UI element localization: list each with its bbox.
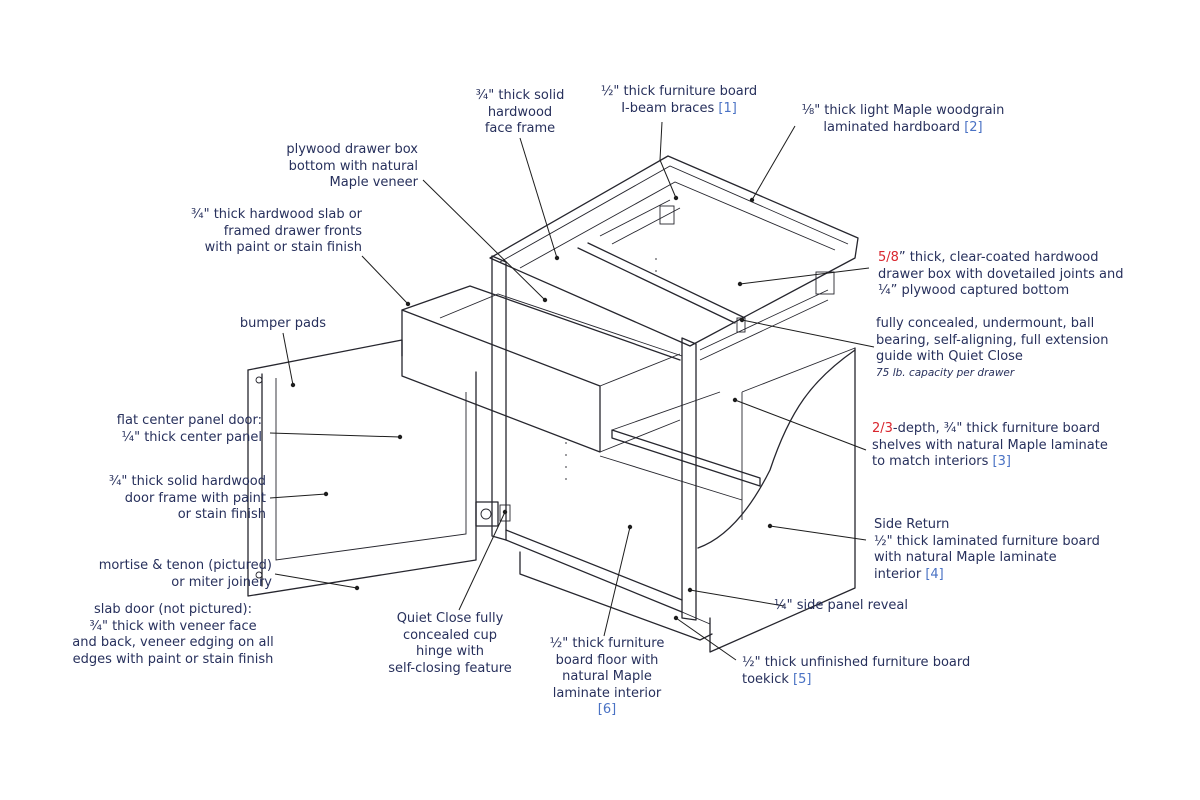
label-line: door frame with paint bbox=[124, 490, 266, 506]
label-line: with paint or stain finish bbox=[204, 240, 362, 255]
label-drawer-box: 5/8” thick, clear-coated hardwood drawer… bbox=[878, 250, 1123, 300]
label-line: ½" thick furniture bbox=[549, 636, 665, 651]
ref-6: [6] bbox=[597, 702, 617, 717]
label-line: ¼" side panel reveal bbox=[774, 598, 909, 613]
label-line: ½" thick laminated furniture board bbox=[874, 533, 1100, 549]
label-line: self-closing feature bbox=[388, 660, 512, 676]
label-line: hinge with bbox=[415, 644, 485, 659]
label-mortise: mortise & tenon (pictured) or miter join… bbox=[70, 558, 272, 591]
label-shelves: 2/3-depth, ¾" thick furniture board shel… bbox=[872, 421, 1108, 471]
cabinet-outline bbox=[247, 155, 859, 653]
label-line: ⅛" thick light Maple woodgrain bbox=[801, 103, 1005, 118]
label-line: ½" thick unfinished furniture board bbox=[742, 655, 971, 670]
label-line: slab door (not pictured): bbox=[94, 602, 252, 617]
label-line: drawer box with dovetailed joints and bbox=[878, 266, 1124, 282]
label-line: 5/8” thick, clear-coated hardwood bbox=[878, 250, 1123, 267]
ref-2: [2] bbox=[964, 119, 983, 135]
label-line: natural Maple bbox=[562, 669, 652, 684]
label-line: edges with paint or stain finish bbox=[72, 651, 274, 667]
label-floor: ½" thick furniture board floor with natu… bbox=[532, 636, 682, 719]
label-line: bottom with natural bbox=[288, 158, 418, 174]
label-line: ¾" thick with veneer face bbox=[89, 618, 257, 634]
label-line: guide with Quiet Close bbox=[876, 349, 1023, 364]
label-line: or stain finish bbox=[177, 507, 266, 522]
label-line: shelves with natural Maple laminate bbox=[872, 437, 1108, 453]
label-line: to match interiors [3] bbox=[872, 454, 1108, 471]
label-highlight: 5/8 bbox=[878, 250, 899, 265]
label-line: laminate interior bbox=[552, 685, 662, 701]
label-text: -depth, ¾" thick furniture board bbox=[892, 421, 1101, 436]
ref-4: [4] bbox=[925, 566, 944, 582]
label-side-return: Side Return ½" thick laminated furniture… bbox=[874, 517, 1100, 583]
label-ibeam-braces: ½" thick furniture board I-beam braces [… bbox=[590, 84, 768, 117]
label-line: interior [4] bbox=[874, 567, 1100, 584]
label-text: laminated hardboard bbox=[823, 119, 961, 135]
leader-lines bbox=[269, 121, 875, 661]
label-face-frame: ¾" thick solid hardwood face frame bbox=[460, 88, 580, 138]
label-reveal: ¼" side panel reveal bbox=[774, 598, 908, 615]
label-line: plywood drawer box bbox=[286, 142, 418, 157]
ref-3: [3] bbox=[992, 454, 1011, 469]
label-line: flat center panel door: bbox=[116, 413, 262, 428]
label-center-panel: flat center panel door: ¼" thick center … bbox=[100, 413, 262, 446]
label-slab-door: slab door (not pictured): ¾" thick with … bbox=[60, 602, 286, 668]
label-line: laminated hardboard [2] bbox=[792, 120, 1014, 137]
label-toekick: ½" thick unfinished furniture board toek… bbox=[742, 655, 970, 688]
label-line: ¾" thick solid hardwood bbox=[108, 474, 266, 489]
label-text: toekick bbox=[742, 671, 789, 687]
label-line: ¼” plywood captured bottom bbox=[878, 283, 1070, 298]
label-line: Maple veneer bbox=[329, 175, 418, 190]
label-highlight: 2/3 bbox=[872, 421, 893, 436]
label-line: ¾" thick hardwood slab or bbox=[191, 207, 362, 222]
label-line: mortise & tenon (pictured) bbox=[98, 558, 272, 573]
label-note: 75 lb. capacity per drawer bbox=[876, 366, 1015, 379]
ref-1: [1] bbox=[718, 100, 737, 116]
label-hinge: Quiet Close fully concealed cup hinge wi… bbox=[374, 611, 526, 677]
label-line: and back, veneer edging on all bbox=[72, 635, 274, 650]
label-hardboard: ⅛" thick light Maple woodgrain laminated… bbox=[792, 103, 1014, 136]
label-line: fully concealed, undermount, ball bbox=[876, 316, 1095, 331]
label-bumper-pads: bumper pads bbox=[206, 316, 326, 333]
label-line: toekick [5] bbox=[742, 672, 970, 689]
label-line: 2/3-depth, ¾" thick furniture board bbox=[872, 421, 1108, 438]
label-line: Quiet Close fully bbox=[396, 611, 504, 626]
label-line: I-beam braces [1] bbox=[590, 101, 768, 118]
label-drawer-bottom: plywood drawer box bottom with natural M… bbox=[262, 142, 418, 192]
label-line: Side Return bbox=[874, 517, 950, 532]
label-line: concealed cup bbox=[402, 627, 498, 643]
label-line: board floor with bbox=[555, 652, 659, 668]
label-line: face frame bbox=[484, 121, 556, 136]
label-line: bearing, self-aligning, full extension bbox=[876, 332, 1109, 348]
label-line: with natural Maple laminate bbox=[874, 550, 1057, 565]
label-text: to match interiors bbox=[872, 454, 989, 469]
label-text: ” thick, clear-coated hardwood bbox=[898, 250, 1099, 265]
label-line: or miter joinery bbox=[171, 574, 272, 590]
label-text: interior bbox=[874, 566, 922, 582]
leader-dots bbox=[290, 195, 773, 621]
label-door-frame: ¾" thick solid hardwood door frame with … bbox=[90, 474, 266, 524]
label-line: framed drawer fronts bbox=[223, 223, 362, 239]
label-line: hardwood bbox=[487, 104, 553, 120]
ref-5: [5] bbox=[793, 671, 812, 687]
label-line: ¾" thick solid bbox=[475, 88, 565, 103]
label-drawer-fronts: ¾" thick hardwood slab or framed drawer … bbox=[170, 207, 362, 257]
label-guide: fully concealed, undermount, ball bearin… bbox=[876, 316, 1108, 380]
label-line: ½" thick furniture board bbox=[600, 84, 758, 99]
label-line: bumper pads bbox=[239, 316, 326, 331]
label-text: I-beam braces bbox=[621, 100, 715, 116]
label-line: ¼" thick center panel bbox=[121, 429, 263, 445]
